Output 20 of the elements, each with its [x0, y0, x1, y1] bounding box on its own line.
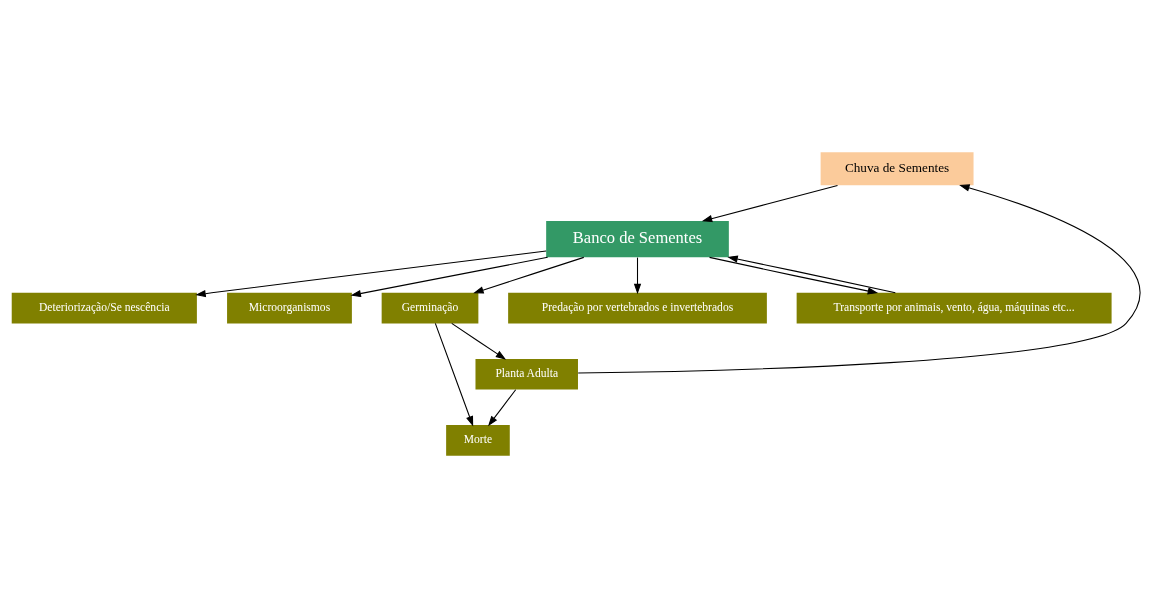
arrow: [195, 250, 547, 297]
node-box: Morte: [446, 424, 510, 456]
node-box: Microorganismos: [227, 292, 352, 323]
arrow: [350, 256, 549, 297]
node-box: Deteriorização/Se nescência: [11, 292, 197, 323]
node-box: Chuva de Sementes: [820, 151, 974, 185]
arrow: [727, 255, 896, 293]
node-box: Germinação: [381, 292, 479, 323]
node-box: Predação por vertebrados e invertebrados: [508, 292, 767, 323]
arrow: [451, 322, 507, 360]
arrow: [709, 256, 879, 295]
node-box: Planta Adulta: [475, 358, 578, 390]
arrow: [488, 388, 517, 426]
arrow: [701, 184, 839, 222]
arrow: [473, 256, 585, 294]
node-box: Transporte por animais, vento, água, máquinas etc...: [796, 292, 1112, 323]
arrow: [577, 183, 1141, 374]
node-box: Banco de Sementes: [546, 220, 729, 257]
arrow: [633, 256, 642, 294]
arrow: [434, 322, 474, 427]
